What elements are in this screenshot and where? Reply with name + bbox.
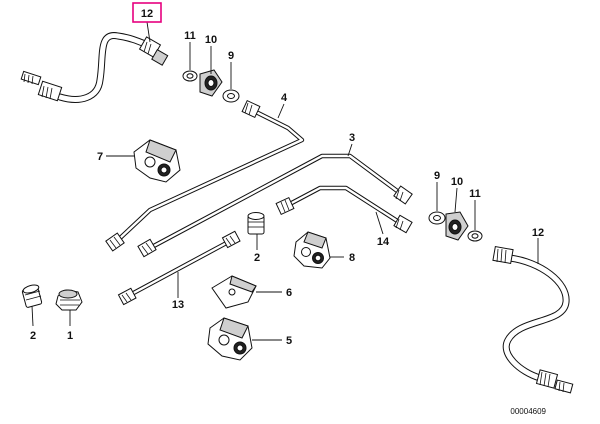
callout-11-right[interactable]: 11: [469, 188, 481, 200]
callout-12-right[interactable]: 12: [532, 227, 544, 239]
brake-pipe-part-4[interactable]: [105, 99, 305, 252]
callout-13[interactable]: 13: [172, 299, 184, 311]
callout-labels: 12 11 10 9 4 7 3 9 10 11 14 12 8 2 6 13 …: [30, 8, 544, 347]
callout-10-top[interactable]: 10: [205, 34, 217, 46]
sealing-washer-part-9-top[interactable]: [222, 89, 240, 103]
brake-pipe-part-13[interactable]: [117, 230, 241, 306]
selected-callout-highlight: [132, 2, 162, 23]
callout-10-right[interactable]: 10: [451, 176, 463, 188]
banjo-union-part-10-right[interactable]: [445, 211, 469, 241]
brake-hose-part-12-top[interactable]: [20, 32, 169, 103]
sealing-washer-part-11-right[interactable]: [467, 230, 483, 242]
bracket-part-6[interactable]: [211, 275, 257, 309]
banjo-union-part-10-top[interactable]: [199, 69, 223, 97]
callout-6[interactable]: 6: [286, 287, 292, 299]
leader-lines: [31, 21, 539, 341]
callout-2-left[interactable]: 2: [30, 330, 36, 342]
pipe-connector-part-2-left[interactable]: [21, 284, 43, 308]
callout-11-top[interactable]: 11: [184, 30, 196, 42]
brake-pipe-part-14[interactable]: [275, 185, 413, 234]
document-number: 00004609: [510, 407, 546, 416]
callout-4[interactable]: 4: [281, 92, 288, 104]
callout-1[interactable]: 1: [67, 330, 73, 342]
pipe-connector-part-2-middle[interactable]: [247, 212, 265, 235]
callout-12-top[interactable]: 12: [141, 8, 153, 20]
callout-9-right[interactable]: 9: [434, 170, 440, 182]
union-nut-part-1[interactable]: [55, 289, 83, 311]
callout-7[interactable]: 7: [97, 151, 103, 163]
pipe-clip-part-8[interactable]: [293, 231, 331, 269]
sealing-washer-part-9-right[interactable]: [428, 211, 446, 225]
brake-pipe-part-3[interactable]: [137, 153, 413, 258]
brake-hose-part-12-right[interactable]: [492, 245, 574, 394]
callout-8[interactable]: 8: [349, 252, 355, 264]
callout-9-top[interactable]: 9: [228, 50, 234, 62]
callout-14[interactable]: 14: [377, 236, 390, 248]
pipe-clip-part-5[interactable]: [207, 317, 253, 361]
pipe-clip-part-7[interactable]: [133, 139, 181, 183]
callout-5[interactable]: 5: [286, 335, 292, 347]
sealing-washer-part-11-top[interactable]: [182, 70, 198, 82]
callout-3[interactable]: 3: [349, 132, 355, 144]
callout-2-middle[interactable]: 2: [254, 252, 260, 264]
